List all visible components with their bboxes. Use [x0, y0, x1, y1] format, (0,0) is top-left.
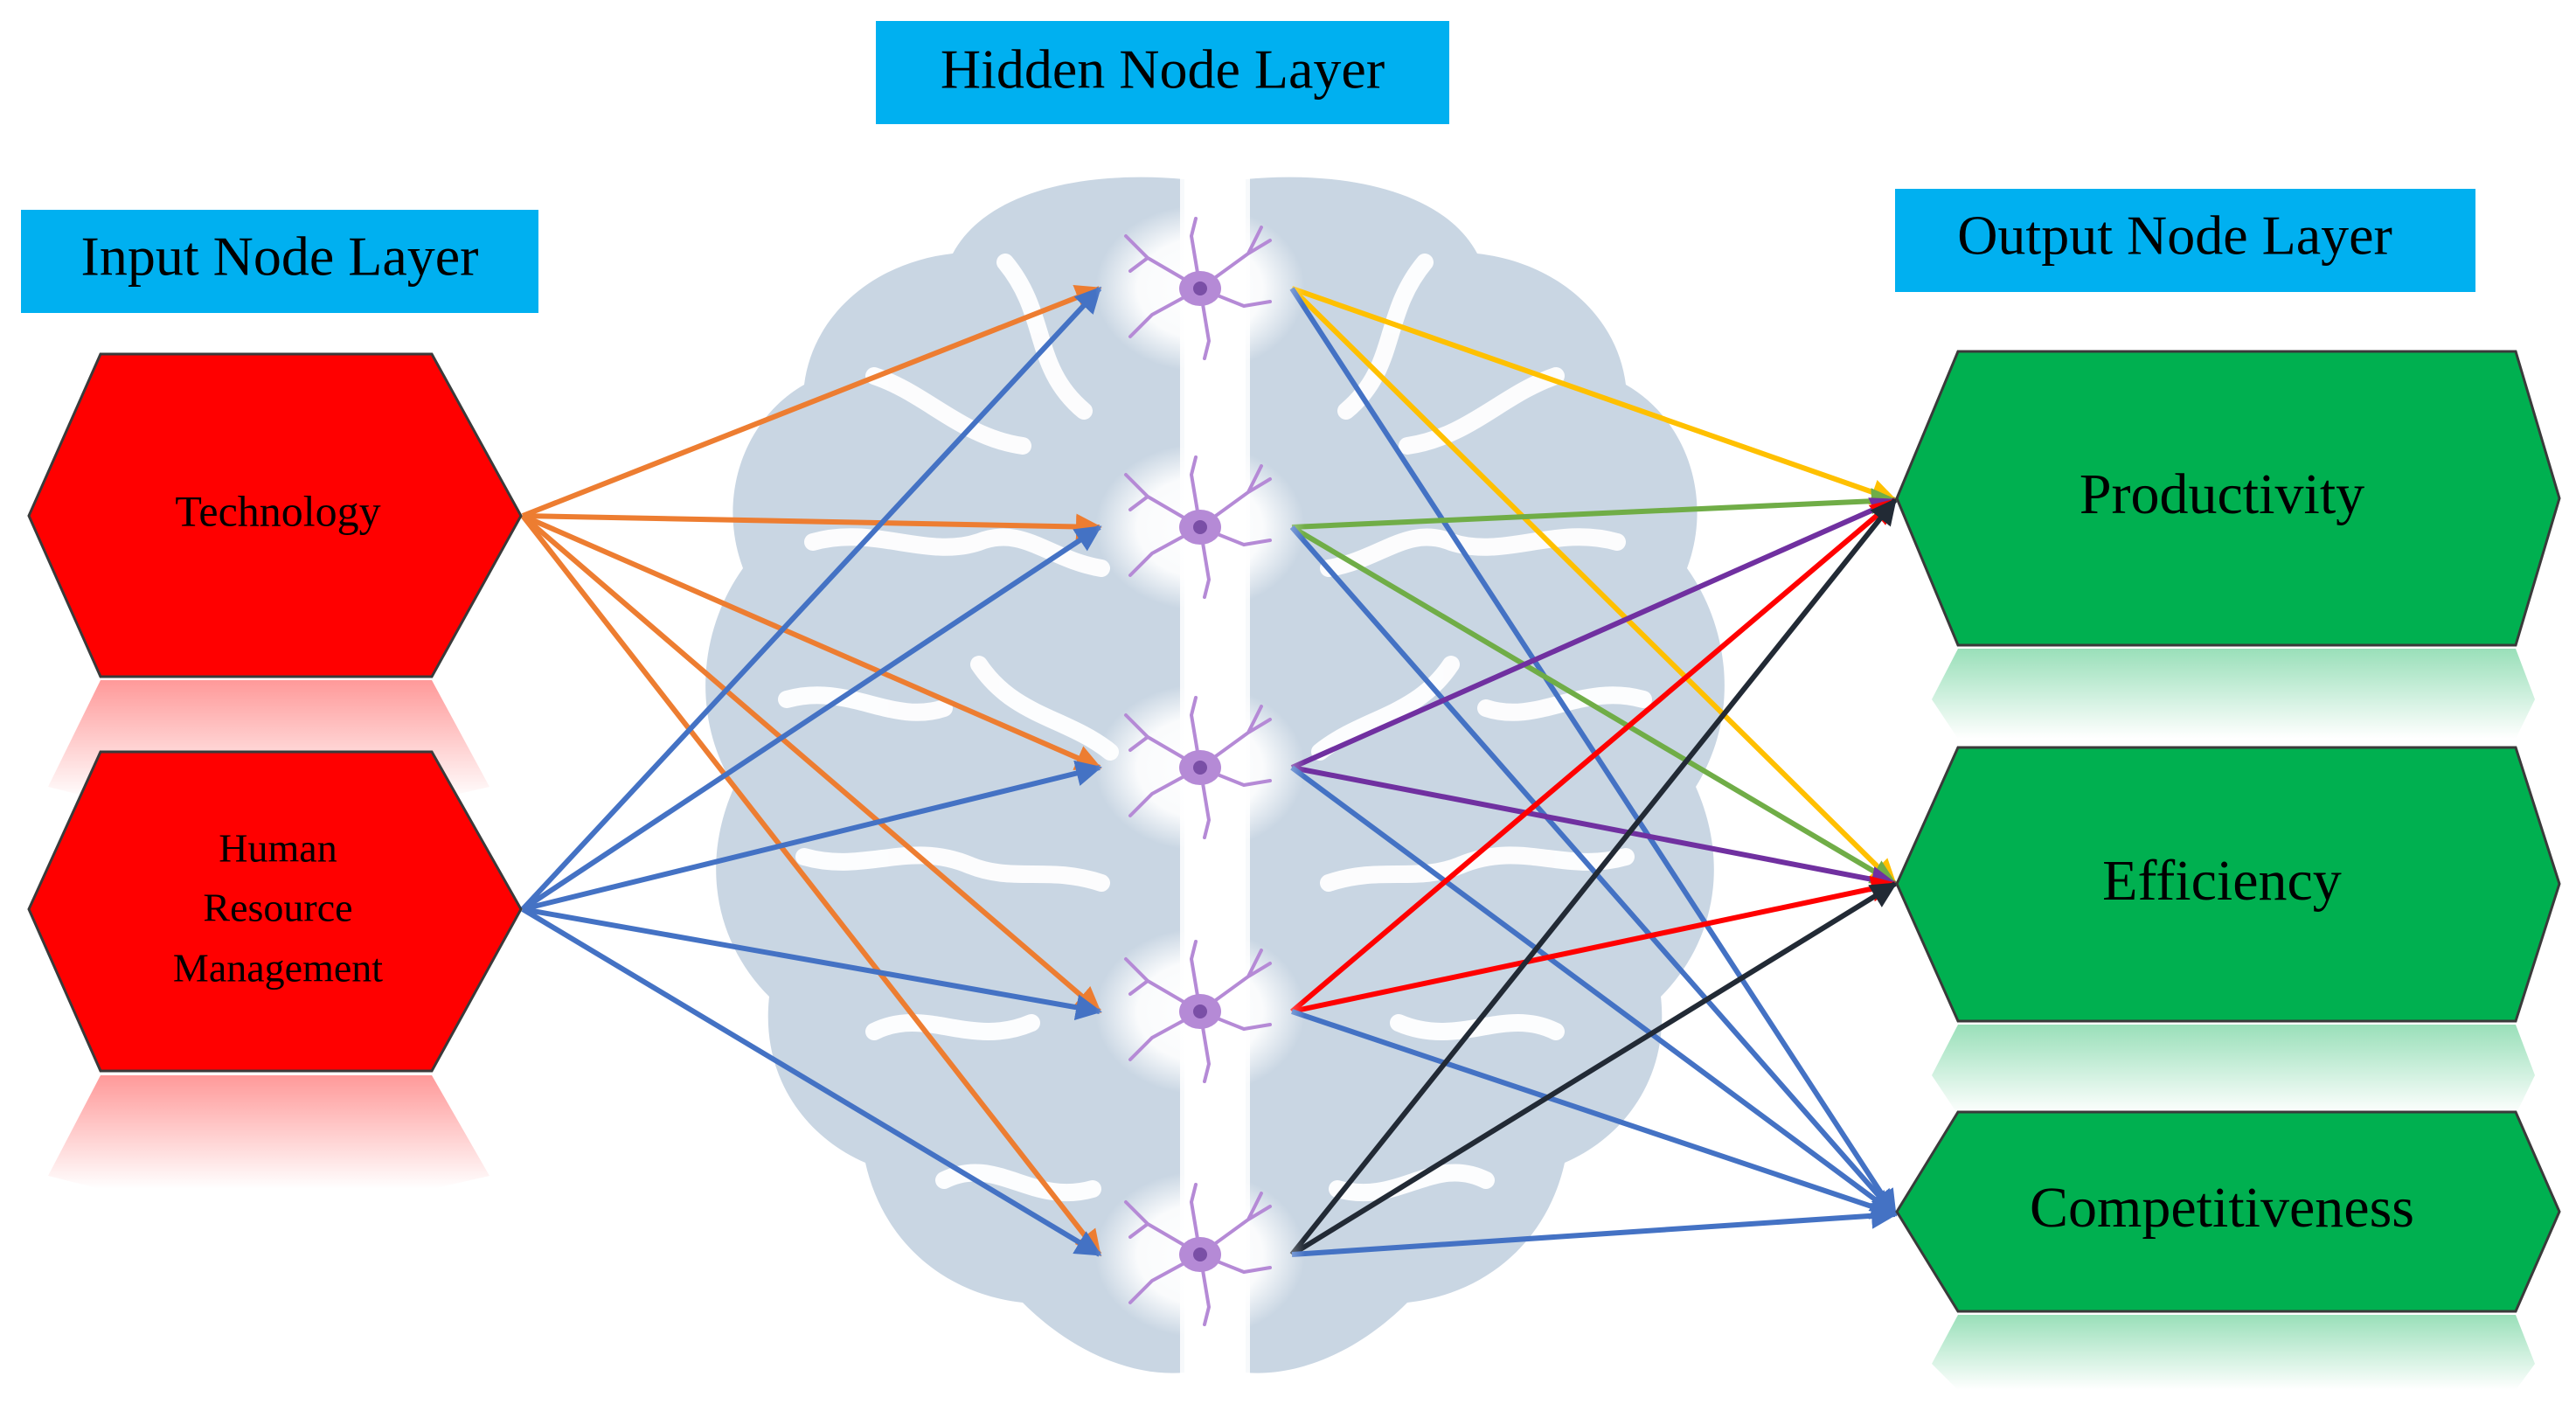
- hidden-node-4: [1095, 928, 1305, 1095]
- hidden-node-1: [1095, 205, 1305, 372]
- edge-hidden-4-to-productivity: [1290, 497, 1898, 1014]
- edge-hidden-3-to-competitiveness: [1290, 765, 1898, 1217]
- output-node-productivity-label: Productivity: [2080, 462, 2364, 526]
- output-node-efficiency-label: Efficiency: [2102, 849, 2342, 913]
- hidden-layer-band: [876, 21, 1449, 124]
- output-node-efficiency-reflection: [1932, 1025, 2535, 1115]
- input-layer-label-text: Input Node Layer: [81, 226, 479, 288]
- edge-hrm-to-hidden-5: [521, 907, 1102, 1257]
- hidden-layer-label: Hidden Node Layer: [876, 21, 1449, 124]
- edge-hidden-5-to-efficiency: [1290, 881, 1898, 1257]
- edge-hidden-1-to-productivity: [1291, 286, 1898, 505]
- output-node-competitiveness-label: Competitiveness: [2030, 1176, 2414, 1240]
- edge-hidden-5-to-competitiveness: [1291, 1202, 1898, 1257]
- hidden-node-5: [1095, 1171, 1305, 1338]
- input-node-technology-label: Technology: [175, 486, 380, 535]
- output-layer-band: [1895, 189, 2475, 292]
- edge-hidden-2-to-efficiency: [1290, 525, 1898, 886]
- edge-hidden-5-to-productivity: [1289, 497, 1898, 1256]
- edge-hrm-to-hidden-4: [522, 907, 1102, 1021]
- input-node-technology-shape: [27, 352, 523, 678]
- input-node-hrm: Human Resource Management: [27, 750, 523, 1189]
- edge-technology-to-hidden-1: [521, 284, 1102, 518]
- hidden-node-3: [1095, 685, 1305, 851]
- output-node-efficiency: Efficiency: [1895, 746, 2561, 1115]
- hidden-layer-label-text: Hidden Node Layer: [941, 38, 1385, 101]
- edge-hidden-2-to-competitiveness: [1289, 525, 1898, 1217]
- output-node-productivity: Productivity: [1895, 350, 2561, 739]
- edge-hidden-4-to-efficiency: [1291, 875, 1898, 1014]
- edge-hidden-1-to-efficiency: [1289, 286, 1898, 886]
- edge-technology-to-hidden-4: [521, 513, 1102, 1014]
- input-node-hrm-label-line3: Management: [173, 946, 383, 990]
- edge-technology-to-hidden-5: [520, 514, 1102, 1257]
- input-node-hrm-label-line1: Human: [219, 826, 337, 871]
- edge-technology-to-hidden-2: [522, 513, 1102, 540]
- edge-hrm-to-hidden-1: [520, 286, 1102, 912]
- input-node-hrm-reflection: [48, 1075, 490, 1189]
- output-layer-label: Output Node Layer: [1895, 189, 2475, 292]
- connection-edges: [520, 284, 1898, 1257]
- output-node-competitiveness-reflection: [1932, 1315, 2535, 1390]
- output-node-competitiveness: Competitiveness: [1895, 1110, 2561, 1390]
- brain-right-hemisphere: [1246, 177, 1725, 1373]
- input-node-hrm-shape: [27, 750, 523, 1073]
- hidden-node-layer: [1095, 205, 1305, 1338]
- edge-hidden-2-to-productivity: [1291, 488, 1898, 530]
- output-node-competitiveness-shape: [1895, 1110, 2561, 1313]
- output-node-efficiency-shape: [1895, 746, 2561, 1023]
- edge-hidden-3-to-efficiency: [1291, 765, 1898, 893]
- output-node-productivity-shape: [1895, 350, 2561, 647]
- edge-hidden-4-to-competitiveness: [1291, 1009, 1898, 1220]
- brain-folds: [778, 254, 1652, 1202]
- edge-hrm-to-hidden-2: [521, 525, 1102, 912]
- brain-left-hemisphere: [705, 177, 1184, 1373]
- input-node-technology: Technology: [27, 352, 523, 800]
- input-node-hrm-label-line2: Resource: [203, 886, 352, 930]
- output-node-productivity-reflection: [1932, 649, 2535, 739]
- edge-hidden-1-to-competitiveness: [1289, 287, 1898, 1217]
- edge-hidden-3-to-productivity: [1290, 497, 1898, 770]
- input-layer-band: [21, 210, 538, 313]
- edge-hrm-to-hidden-3: [522, 760, 1102, 912]
- hidden-node-2: [1095, 444, 1305, 610]
- input-layer-label: Input Node Layer: [21, 210, 538, 313]
- output-layer-label-text: Output Node Layer: [1957, 205, 2392, 267]
- edge-technology-to-hidden-3: [521, 513, 1102, 770]
